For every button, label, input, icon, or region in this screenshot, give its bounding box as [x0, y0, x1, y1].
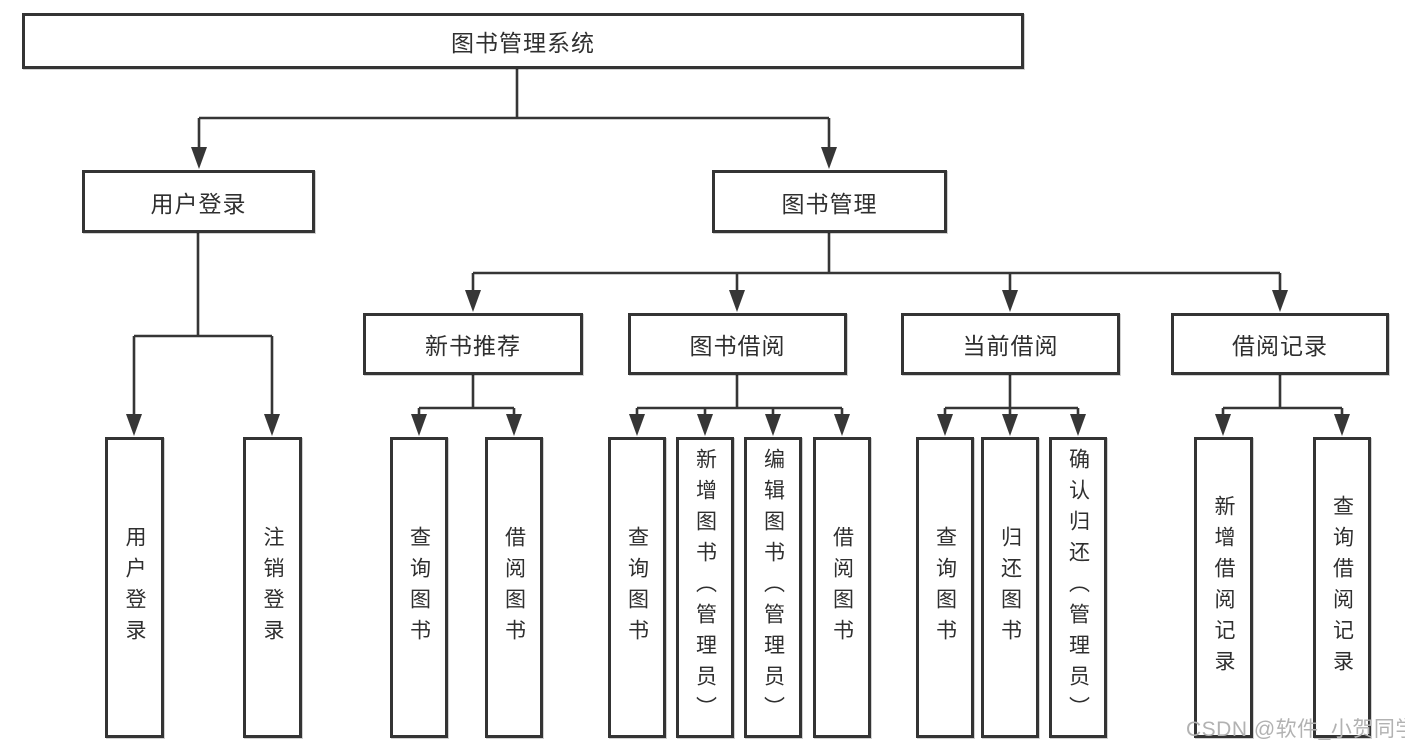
node-label: 查询图书 — [933, 525, 957, 650]
node-label: 查询借阅记录 — [1330, 494, 1354, 681]
node-label: 用户登录 — [150, 190, 247, 217]
leaf-user-login: 用户登录 — [105, 437, 164, 738]
node-label: 借阅图书 — [502, 525, 526, 650]
node-book-management: 图书管理 — [712, 170, 947, 233]
node-label: 确认归还（管理员） — [1066, 448, 1090, 727]
node-current-borrow: 当前借阅 — [901, 313, 1120, 375]
node-label: 归还图书 — [998, 525, 1022, 650]
leaf-return-book: 归还图书 — [981, 437, 1039, 738]
csdn-watermark: CSDN @软件_小贺同学 — [1186, 718, 1405, 741]
leaf-query-book-recommend: 查询图书 — [390, 437, 448, 738]
node-label: 新书推荐 — [425, 333, 521, 359]
leaf-query-borrow-record: 查询借阅记录 — [1313, 437, 1371, 738]
node-label: 编辑图书（管理员） — [761, 448, 785, 727]
leaf-add-borrow-record: 新增借阅记录 — [1194, 437, 1253, 738]
node-book-borrow: 图书借阅 — [628, 313, 847, 375]
node-label: 用户登录 — [123, 525, 146, 650]
node-user-login: 用户登录 — [82, 170, 315, 233]
node-label: 图书管理系统 — [451, 30, 595, 56]
leaf-confirm-return-admin: 确认归还（管理员） — [1049, 437, 1107, 738]
node-label: 新增图书（管理员） — [693, 448, 717, 727]
node-new-book-recommend: 新书推荐 — [363, 313, 583, 375]
leaf-query-book-current: 查询图书 — [916, 437, 974, 738]
node-label: 图书管理 — [781, 190, 878, 217]
leaf-borrow-book: 借阅图书 — [813, 437, 871, 738]
node-label: 查询图书 — [625, 525, 649, 650]
node-label: 图书借阅 — [689, 333, 786, 359]
node-label: 注销登录 — [261, 525, 284, 650]
node-label: 当前借阅 — [962, 333, 1059, 359]
leaf-borrow-book-recommend: 借阅图书 — [485, 437, 543, 738]
leaf-logout: 注销登录 — [243, 437, 302, 738]
node-label: 新增借阅记录 — [1212, 494, 1235, 681]
node-library-management-system: 图书管理系统 — [22, 13, 1024, 69]
node-label: 借阅记录 — [1232, 333, 1328, 359]
node-label: 查询图书 — [407, 525, 431, 650]
leaf-add-book-admin: 新增图书（管理员） — [676, 437, 734, 738]
leaf-query-book-borrow: 查询图书 — [608, 437, 666, 738]
node-label: 借阅图书 — [830, 525, 854, 650]
node-borrow-records: 借阅记录 — [1171, 313, 1389, 375]
leaf-edit-book-admin: 编辑图书（管理员） — [744, 437, 802, 738]
